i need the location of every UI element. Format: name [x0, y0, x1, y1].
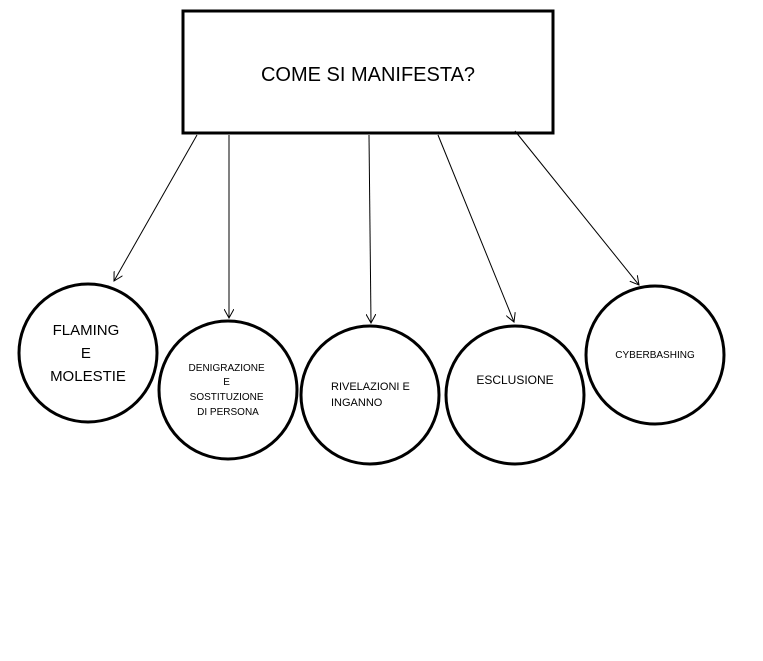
- node-esclusione-circle: [444, 324, 586, 466]
- node-cyberbashing: CYBERBASHING: [584, 284, 726, 426]
- title-box: COME SI MANIFESTA?: [181, 9, 555, 135]
- node-cyberbashing-circle: [584, 284, 726, 426]
- title-box-frame: [181, 9, 555, 135]
- node-rivelazioni-label: RIVELAZIONI E INGANNO: [331, 381, 413, 409]
- node-cyberbashing-label: CYBERBASHING: [615, 350, 695, 361]
- node-esclusione: ESCLUSIONE: [444, 324, 586, 466]
- node-denigrazione-circle: [157, 319, 299, 461]
- connectors: [114, 130, 639, 323]
- node-flaming-label: FLAMING E MOLESTIE: [50, 322, 126, 385]
- arrow-to-flaming: [114, 134, 198, 281]
- arrow-to-rivelazioni: [369, 134, 371, 323]
- arrow-to-cyberbashing: [514, 130, 639, 285]
- arrow-to-esclusione: [437, 134, 514, 322]
- node-rivelazioni: RIVELAZIONI E INGANNO: [299, 324, 441, 466]
- node-flaming: FLAMING E MOLESTIE: [17, 282, 159, 424]
- node-denigrazione: DENIGRAZIONE E SOSTITUZIONE DI PERSONA: [157, 319, 299, 461]
- node-denigrazione-label: DENIGRAZIONE E SOSTITUZIONE DI PERSONA: [189, 363, 268, 418]
- title-text: COME SI MANIFESTA?: [261, 64, 475, 86]
- node-flaming-circle: [17, 282, 159, 424]
- node-rivelazioni-circle: [299, 324, 441, 466]
- node-esclusione-label: ESCLUSIONE: [476, 373, 553, 387]
